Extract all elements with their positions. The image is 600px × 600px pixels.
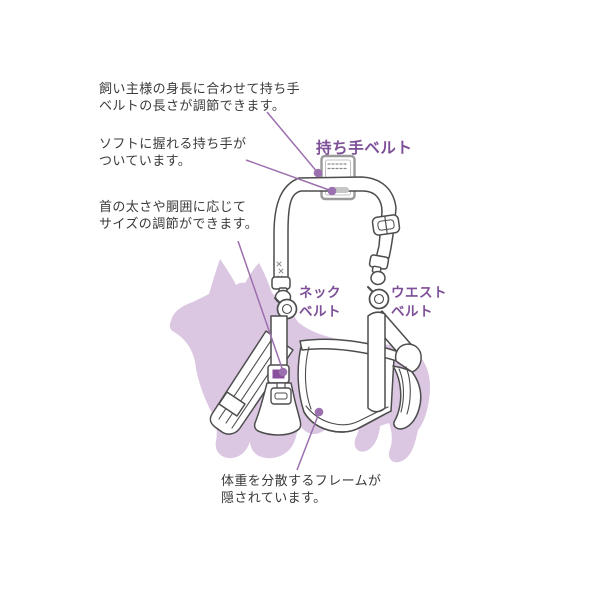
note-line: 首の太さや胴囲に応じて xyxy=(99,200,247,215)
label-line: ベルト xyxy=(391,304,433,320)
note-line: 体重を分散するフレームが xyxy=(221,474,382,489)
body-frame-vest xyxy=(297,311,400,433)
note-line: ついています。 xyxy=(99,154,192,169)
band-keeper xyxy=(218,391,246,417)
stitch-marks xyxy=(276,261,284,281)
right-strap-hook xyxy=(367,254,390,310)
vest-vertical-strap xyxy=(367,311,386,413)
note-line: 飼い主様の身長に合わせて持ち手 xyxy=(99,82,301,97)
strap-adjuster-buckle xyxy=(371,214,401,236)
note-line: 隠されています。 xyxy=(221,491,327,506)
purple-buckle-center xyxy=(272,369,285,379)
label-line: ウエスト xyxy=(391,285,447,301)
note-hidden-frame: 体重を分散するフレームが 隠されています。 xyxy=(221,473,381,507)
label-line: ネック xyxy=(299,285,341,301)
leader-lines xyxy=(237,111,333,471)
label-line: ベルト xyxy=(299,304,341,320)
leader-dots xyxy=(278,168,337,417)
label-neck-belt: ネック ベルト xyxy=(299,284,341,322)
neck-belt-assembly xyxy=(253,315,302,436)
note-size-adjust: 首の太さや胴囲に応じて サイズの調節ができます。 xyxy=(99,199,258,233)
label-handle-belt: 持ち手ベルト xyxy=(316,139,413,157)
note-line: ベルトの長さが調節できます。 xyxy=(99,99,286,114)
left-strap-hook xyxy=(271,276,298,320)
leader-soft-grip xyxy=(245,159,333,192)
leader-size-adjust xyxy=(237,240,284,372)
ladder-lock-buckle xyxy=(270,387,292,405)
note-soft-grip: ソフトに握れる持ち手が ついています。 xyxy=(99,136,246,170)
leader-hidden-frame xyxy=(296,412,320,471)
leader-handle-length xyxy=(266,111,319,174)
note-line: サイズの調節ができます。 xyxy=(99,217,259,232)
note-handle-length: 飼い主様の身長に合わせて持ち手 ベルトの長さが調節できます。 xyxy=(99,81,300,115)
rear-leg-cuff xyxy=(392,343,422,430)
label-waist-belt: ウエスト ベルト xyxy=(391,284,447,322)
handle-belt-arch xyxy=(273,176,401,281)
note-line: ソフトに握れる持ち手が xyxy=(99,137,247,152)
